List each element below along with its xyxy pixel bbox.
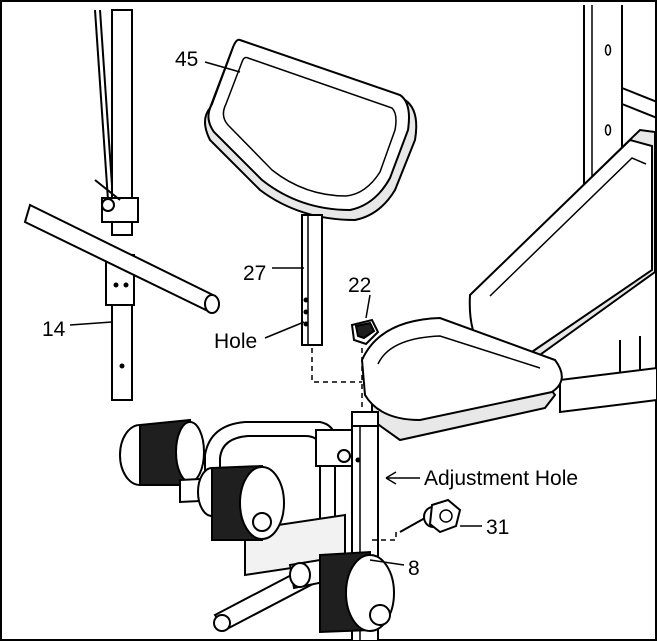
lower-roller-pads (214, 552, 394, 632)
upper-roller-pads (120, 420, 284, 540)
adjustment-knob (400, 500, 460, 532)
label-part-8: 8 (408, 557, 420, 580)
backrest-pad (470, 130, 655, 362)
arm-curl-post (302, 215, 322, 345)
arm-curl-pad (205, 40, 416, 220)
label-part-45: 45 (175, 48, 198, 71)
label-part-27: 27 (243, 262, 266, 285)
weight-tower-upright (95, 10, 138, 400)
bench-base-tube (560, 336, 657, 412)
label-part-14: 14 (42, 318, 66, 341)
label-hole: Hole (214, 330, 257, 353)
label-adjustment-hole: Adjustment Hole (424, 467, 578, 490)
end-cap (352, 320, 378, 344)
label-part-31: 31 (486, 516, 509, 539)
label-part-22: 22 (348, 274, 371, 297)
